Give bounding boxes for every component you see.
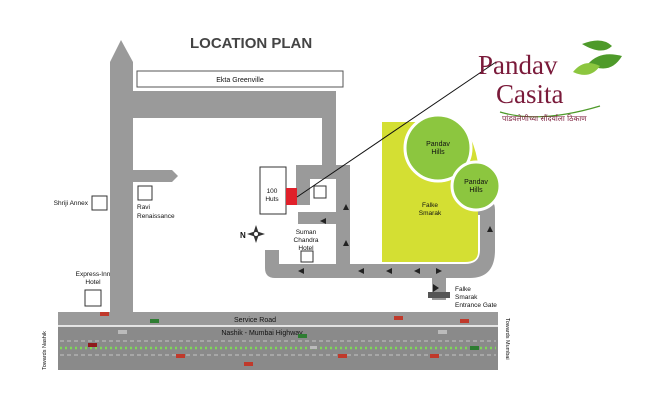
top-road xyxy=(110,91,336,118)
service-road-label: Service Road xyxy=(234,317,276,324)
gate-line2: Smarak xyxy=(455,294,478,301)
express-inn-line1: Express-Inn xyxy=(76,271,111,278)
ekta-greenville-box xyxy=(136,70,344,88)
express-inn-building xyxy=(84,289,102,307)
hills-a-line1: Pandav xyxy=(426,141,450,148)
express-inn-line2: Hotel xyxy=(85,279,101,286)
huts-line1: 100 xyxy=(267,188,278,195)
ravi-label-line2: Renaissance xyxy=(137,213,175,220)
inner-cross-road xyxy=(298,212,350,224)
map-title: LOCATION PLAN xyxy=(190,35,312,52)
falke-smarak-line1: Falke xyxy=(422,202,438,209)
hills-b-line1: Pandav xyxy=(464,179,488,186)
entrance-gate-bar xyxy=(428,292,450,298)
highway-vehicles xyxy=(88,312,479,366)
suman-chandra-building xyxy=(300,250,314,263)
towards-mumbai-label: Towards Mumbai xyxy=(504,318,510,360)
highway-label: Nashik - Mumbai Highway xyxy=(221,330,303,337)
left-vertical-road xyxy=(110,40,133,312)
ekta-greenville-label: Ekta Greenville xyxy=(216,77,264,84)
ravi-branch-road xyxy=(133,170,178,182)
pandav-casita-logo: Pandav Casita पांडवलेणीच्या सौंदर्याला ठ… xyxy=(478,40,622,123)
lower-loop-road xyxy=(265,198,495,278)
ravi-label-line1: Ravi xyxy=(137,204,150,211)
suman-line2: Chandra xyxy=(294,237,319,244)
towards-nashik-label: Towards Nashik xyxy=(42,331,48,370)
falke-smarak-line2: Smarak xyxy=(419,210,442,217)
logo-tagline: पांडवलेणीच्या सौंदर्याला ठिकाण xyxy=(502,114,587,123)
mid-vertical-road xyxy=(322,91,336,165)
logo-line1: Pandav xyxy=(478,50,558,80)
direction-arrows xyxy=(298,204,493,292)
suman-line3: Hotel xyxy=(298,245,314,252)
pandav-hills-a xyxy=(403,113,473,183)
service-road xyxy=(58,312,498,326)
compass-icon xyxy=(247,225,265,243)
gate-line1: Falke xyxy=(455,286,471,293)
project-site-marker xyxy=(286,188,297,205)
leaf-icon-3 xyxy=(573,63,600,75)
hills-b-line2: Hills xyxy=(469,187,483,194)
compass-north-label: N xyxy=(240,231,246,240)
logo-pointer-line xyxy=(296,61,497,198)
pandav-hills-b xyxy=(450,160,502,212)
small-building-a xyxy=(313,185,327,199)
suman-line1: Suman xyxy=(296,229,317,236)
shriji-annex-building xyxy=(91,195,108,211)
inner-loop-road xyxy=(296,165,350,248)
shriji-annex-label: Shriji Annex xyxy=(54,200,89,207)
leaf-icon xyxy=(582,40,612,51)
huts-line2: Huts xyxy=(265,196,279,203)
gate-line3: Entrance Gate xyxy=(455,302,497,309)
hills-a-line2: Hills xyxy=(431,149,445,156)
logo-line2: Casita xyxy=(496,79,564,109)
ravi-renaissance-building xyxy=(137,185,153,201)
